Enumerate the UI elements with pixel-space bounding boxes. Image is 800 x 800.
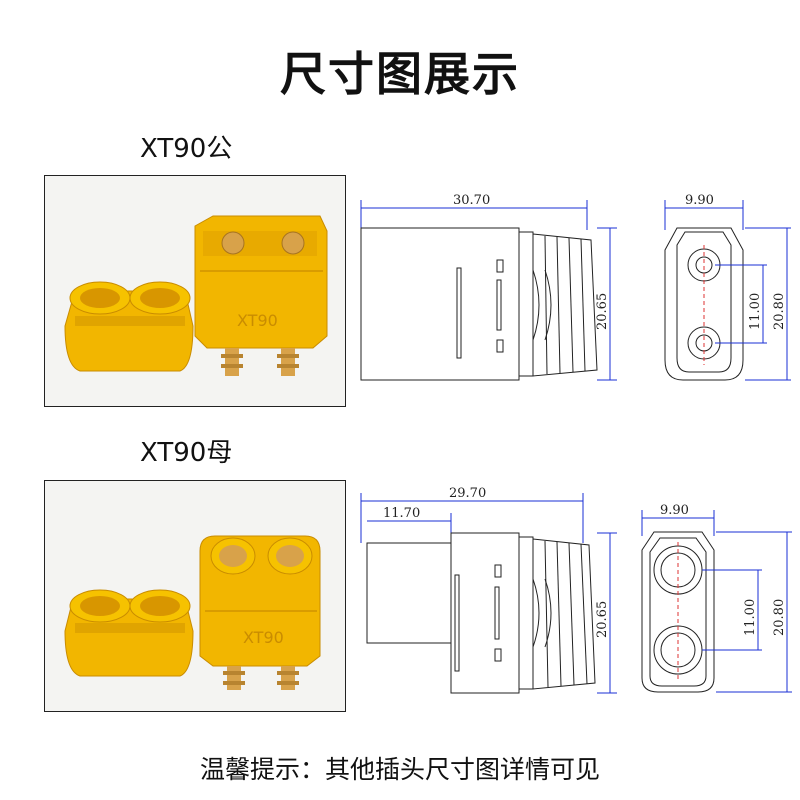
male-connector-body: XT90 xyxy=(194,215,328,376)
male-height-value: 20.65 xyxy=(595,293,610,330)
male-length-dimension: 30.70 xyxy=(360,193,588,230)
male-front-outline xyxy=(664,227,744,381)
female-product-photo: XT90 xyxy=(44,480,346,712)
female-front-view-drawing: 9.90 11.00 20.80 xyxy=(641,503,792,693)
male-body-marking: XT90 xyxy=(237,311,278,330)
female-body-marking: XT90 xyxy=(243,628,284,647)
female-width-dimension: 9.90 xyxy=(641,503,715,536)
female-cap xyxy=(64,589,194,677)
female-section-label: XT90母 xyxy=(140,438,233,468)
female-height-dimension: 20.65 xyxy=(595,532,617,694)
male-pin-spacing-value: 11.00 xyxy=(748,293,763,330)
male-side-outline xyxy=(360,227,598,381)
female-side-view-drawing: 29.70 11.70 20.65 xyxy=(360,486,617,694)
female-pin-spacing-dimension: 11.00 xyxy=(702,569,762,651)
female-length-dimension: 29.70 xyxy=(360,486,584,543)
female-front-outline xyxy=(641,531,715,693)
male-cap xyxy=(64,281,194,372)
male-width-value: 9.90 xyxy=(685,193,714,208)
male-length-value: 30.70 xyxy=(453,193,490,208)
male-height-dimension: 20.65 xyxy=(595,227,617,381)
male-front-view-drawing: 9.90 11.00 20.80 xyxy=(664,193,791,381)
female-front-height-dimension: 20.80 xyxy=(716,531,792,693)
female-height-value: 20.65 xyxy=(595,601,610,638)
female-front-length-dimension: 11.70 xyxy=(367,506,452,543)
male-side-view-drawing: 30.70 20.65 xyxy=(360,193,617,381)
female-width-value: 9.90 xyxy=(660,503,689,518)
male-pin-spacing-dimension: 11.00 xyxy=(715,264,767,344)
female-side-outline xyxy=(366,532,596,694)
female-pin-spacing-value: 11.00 xyxy=(743,599,758,636)
footer-note: 温馨提示：其他插头尺寸图详情可见 xyxy=(199,755,600,784)
female-front-height-value: 20.80 xyxy=(772,599,787,636)
page-title: 尺寸图展示 xyxy=(280,47,520,101)
male-front-height-dimension: 20.80 xyxy=(745,227,791,381)
female-front-length-value: 11.70 xyxy=(383,506,420,521)
male-front-height-value: 20.80 xyxy=(772,293,787,330)
female-connector-body: XT90 xyxy=(199,535,321,690)
male-width-dimension: 9.90 xyxy=(664,193,744,230)
male-product-photo: XT90 xyxy=(44,175,346,407)
female-length-value: 29.70 xyxy=(449,486,486,501)
male-section-label: XT90公 xyxy=(140,134,233,164)
